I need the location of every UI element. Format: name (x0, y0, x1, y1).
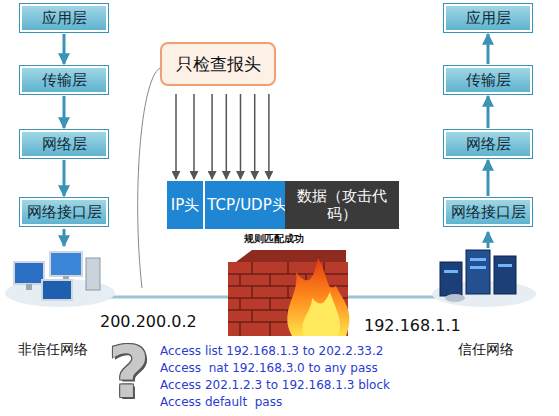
rule-line: Access nat 192.168.3.0 to any pass (160, 362, 378, 374)
node-text: 传输层 (466, 71, 511, 90)
ip-address: 192.168.1.1 (364, 318, 461, 334)
node-text: 数据（攻击代码） (289, 187, 395, 223)
stack-arrow (64, 34, 65, 64)
stack-arrow (64, 96, 65, 128)
stack-arrow (488, 160, 489, 196)
node-text: 应用层 (42, 9, 87, 28)
firewall-icon (228, 250, 350, 336)
layer-box: 网络层 (20, 130, 108, 158)
stack-arrow (63, 229, 66, 246)
node-text: 网络层 (466, 135, 511, 154)
arrow-line (226, 94, 228, 179)
arrow-line (240, 94, 242, 179)
arrow-line (175, 94, 177, 179)
computers-icon (5, 252, 115, 307)
node-text: 网络层 (42, 135, 87, 154)
leader-line (138, 68, 160, 288)
header-field: IP头 (167, 181, 203, 229)
inspect-arrow (212, 94, 269, 179)
node-text: IP头 (171, 196, 199, 214)
arrow-line (487, 160, 490, 196)
header-field: TCP/UDP头 (205, 181, 289, 229)
ip-address: 200.200.0.2 (100, 314, 197, 330)
payload-field: 数据（攻击代码） (285, 181, 399, 229)
arrow-line (63, 96, 66, 128)
node-text: 网络接口层 (451, 203, 526, 222)
arrow-line (193, 94, 195, 179)
arrow-line (487, 34, 490, 64)
question-mark: ? (108, 336, 150, 408)
servers-icon (432, 250, 536, 307)
layer-box: 网络接口层 (20, 198, 108, 226)
callout-box: 只检查报头 (160, 42, 276, 86)
arrow-line (268, 94, 270, 179)
layer-box: 网络层 (444, 130, 532, 158)
stack-arrow (488, 96, 489, 128)
layer-box: 应用层 (444, 4, 532, 32)
layer-box: 网络接口层 (444, 198, 532, 226)
inspect-arrow (176, 94, 194, 179)
layer-box: 传输层 (444, 66, 532, 94)
node-text: 只检查报头 (176, 53, 261, 76)
zone-label: 信任网络 (458, 342, 514, 356)
stack-arrow (64, 160, 65, 196)
node-text: 传输层 (42, 71, 87, 90)
layer-box: 传输层 (20, 66, 108, 94)
rule-line: Access default pass (160, 396, 282, 408)
node-text: TCP/UDP头 (207, 196, 286, 214)
node-text: 应用层 (466, 9, 511, 28)
layer-box: 应用层 (20, 4, 108, 32)
arrow-line (63, 160, 66, 196)
arrow-line (63, 34, 66, 64)
stack-arrow (487, 232, 490, 248)
rule-line: Access list 192.168.1.3 to 202.2.33.2 (160, 345, 383, 357)
zone-label: 非信任网络 (18, 342, 88, 356)
node-text: 网络接口层 (27, 203, 102, 222)
arrow-line (211, 94, 213, 179)
arrow-line (487, 96, 490, 128)
rule-line: Access 202.1.2.3 to 192.168.1.3 block (160, 379, 390, 391)
stack-arrow (488, 34, 489, 64)
arrow-line (254, 94, 256, 179)
status-text: 规则匹配成功 (244, 234, 304, 244)
